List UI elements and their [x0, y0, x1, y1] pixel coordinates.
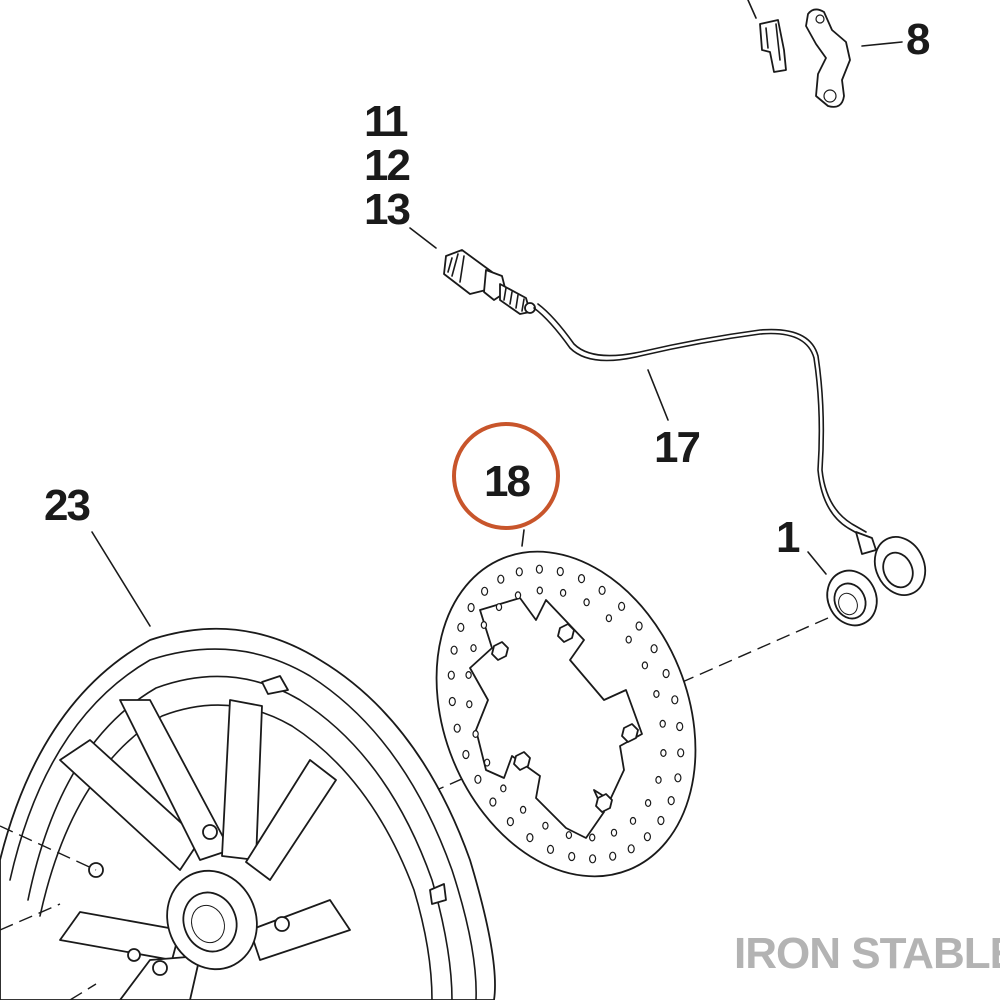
- fastener-line-3: [69, 983, 97, 1000]
- callout-13: 13: [364, 185, 409, 234]
- rotor-hole: [472, 729, 479, 738]
- rotor-hole: [506, 816, 514, 827]
- leader-line-11-13: [409, 227, 437, 249]
- rotor-hole: [500, 784, 507, 793]
- rotor-hole: [448, 696, 456, 707]
- brake-rotor-part-18[interactable]: [390, 513, 742, 916]
- rotor-hole: [542, 821, 549, 830]
- rotor-hole: [653, 689, 660, 698]
- bracket-part-8[interactable]: [747, 0, 851, 108]
- rotor-hole: [515, 567, 523, 577]
- rotor-hole: [625, 635, 632, 644]
- rotor-hole: [535, 564, 544, 574]
- rotor-hole: [519, 805, 527, 814]
- rotor-hole: [462, 749, 470, 760]
- highlight-circle-18: [452, 422, 560, 530]
- rotor-hole: [583, 598, 590, 607]
- rotor-hole: [610, 828, 618, 837]
- fastener-line-1: [0, 825, 97, 871]
- callout-18: 18: [484, 457, 530, 506]
- rotor-hole: [627, 844, 635, 854]
- rotor-hole: [629, 816, 637, 825]
- rotor-hole: [657, 815, 665, 826]
- rotor-hole: [483, 758, 491, 767]
- callout-12: 12: [364, 141, 409, 190]
- rotor-hole: [497, 574, 505, 584]
- fastener-line-2: [0, 903, 61, 931]
- rotor-hole: [598, 585, 606, 596]
- rotor-hole: [465, 670, 472, 679]
- rotor-hole: [659, 719, 666, 728]
- rotor-hole: [559, 588, 567, 597]
- rotor-hole: [536, 586, 544, 595]
- rotor-hole: [635, 621, 643, 631]
- rotor-vent-holes: [447, 564, 685, 864]
- rotor-hole: [470, 644, 477, 653]
- wheel-bearing-part-1[interactable]: [818, 562, 885, 633]
- sensor-cable[interactable]: [533, 307, 863, 537]
- rotor-hole: [588, 854, 597, 864]
- rotor-hole: [589, 833, 596, 842]
- rotor-hole: [644, 798, 652, 807]
- watermark-logo: IRON STABLE: [734, 929, 1000, 978]
- leader-line-17: [647, 369, 669, 421]
- rotor-hole: [655, 775, 662, 784]
- rotor-hole: [568, 851, 576, 862]
- rotor-hole: [577, 573, 586, 584]
- rotor-hole: [676, 721, 684, 732]
- rotor-hole: [643, 832, 652, 842]
- rotor-hole: [447, 670, 455, 680]
- rotor-hole: [453, 723, 461, 733]
- rotor-hole: [677, 748, 685, 758]
- wheel-speed-sensor-connector[interactable]: [443, 249, 536, 315]
- rotor-hole: [605, 614, 613, 623]
- callout-23: 23: [44, 481, 89, 530]
- leader-line-18: [521, 529, 525, 547]
- leader-line-23: [91, 531, 151, 627]
- rotor-bolt-hex: [491, 623, 639, 813]
- rotor-hole: [641, 661, 649, 670]
- rotor-hole: [495, 603, 503, 612]
- rotor-hole: [514, 591, 522, 600]
- rotor-hole: [467, 602, 475, 613]
- callout-8: 8: [906, 15, 930, 64]
- callout-17: 17: [654, 423, 699, 472]
- rotor-hole: [617, 601, 626, 612]
- rotor-hole: [660, 748, 667, 757]
- rotor-hole: [671, 695, 679, 705]
- rotor-hole: [546, 844, 555, 855]
- callout-1: 1: [776, 513, 800, 562]
- cast-wheel-part-23[interactable]: [0, 627, 496, 1000]
- sensor-grommet[interactable]: [855, 529, 934, 604]
- leader-line-1: [807, 551, 827, 575]
- rotor-hole: [609, 851, 617, 861]
- leader-line-8: [861, 41, 903, 47]
- rotor-hole: [667, 795, 675, 806]
- rotor-hole: [480, 620, 488, 629]
- rotor-hole: [489, 797, 497, 807]
- rotor-hole: [526, 832, 534, 843]
- rotor-hole: [450, 645, 458, 655]
- callout-11: 11: [364, 97, 408, 146]
- rotor-hole: [674, 773, 682, 783]
- rotor-hole: [466, 700, 473, 709]
- rotor-hole: [474, 774, 482, 784]
- rotor-hole: [662, 668, 670, 679]
- rotor-hole: [481, 586, 489, 596]
- rotor-hole: [556, 566, 564, 577]
- rotor-hole: [457, 622, 465, 633]
- rotor-hole: [565, 831, 573, 840]
- rotor-hole: [650, 644, 658, 654]
